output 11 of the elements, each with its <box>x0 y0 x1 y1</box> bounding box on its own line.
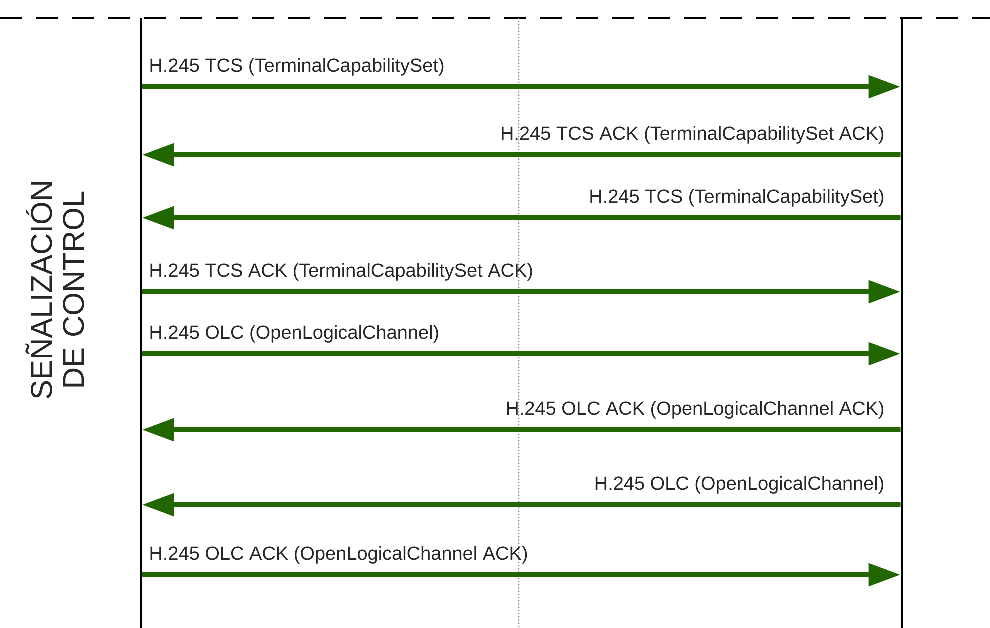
edge-label: H.245 OLC (OpenLogicalChannel) <box>596 476 884 494</box>
edge-label: H.245 OLC ACK (OpenLogicalChannel ACK) <box>507 401 884 419</box>
edge-label: H.245 TCS (TerminalCapabilitySet) <box>150 58 444 76</box>
edge-label: H.245 TCS (TerminalCapabilitySet) <box>590 189 884 207</box>
edge-label: H.245 OLC (OpenLogicalChannel) <box>150 325 438 343</box>
edge-label: H.245 OLC ACK (OpenLogicalChannel ACK) <box>150 546 528 564</box>
edge-label: H.245 TCS ACK (TerminalCapabilitySet ACK) <box>150 263 532 281</box>
section-label: SEÑALIZACIÓN DE CONTROL <box>26 182 84 399</box>
edge-label: H.245 TCS ACK (TerminalCapabilitySet ACK) <box>502 126 884 144</box>
lifeline <box>140 18 142 628</box>
lifeline <box>901 18 903 628</box>
